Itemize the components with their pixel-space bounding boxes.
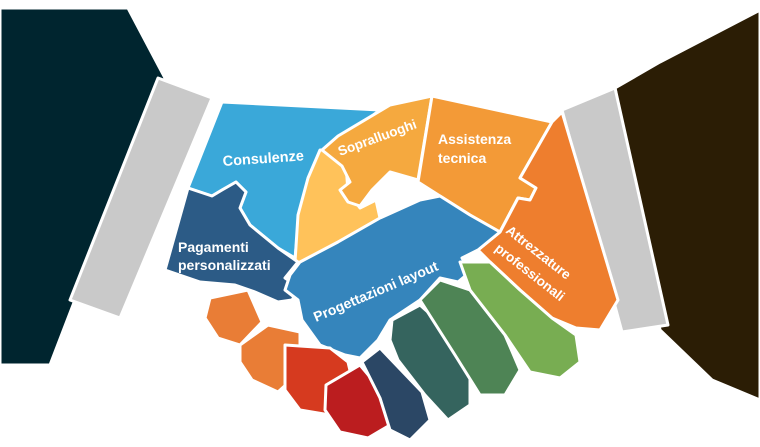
right-sleeve: [613, 8, 760, 402]
label-consulenze: Consulenze: [222, 148, 304, 170]
label-assistenza-line1: Assistenza: [438, 131, 511, 147]
puzzle-piece-progettazioni: [283, 194, 502, 360]
finger-navy: [360, 346, 432, 442]
puzzle-piece-sopralluoghi: [320, 94, 434, 208]
label-assistenza-line2: tecnica: [438, 150, 486, 166]
left-cuff: [68, 76, 214, 320]
label-pagamenti-line1: Pagamenti: [178, 239, 249, 255]
finger-green: [418, 278, 522, 397]
finger-lightgreen: [458, 260, 582, 380]
puzzle-piece-pagamenti: [163, 180, 302, 304]
label-pagamenti-line2: personalizzati: [178, 257, 271, 273]
